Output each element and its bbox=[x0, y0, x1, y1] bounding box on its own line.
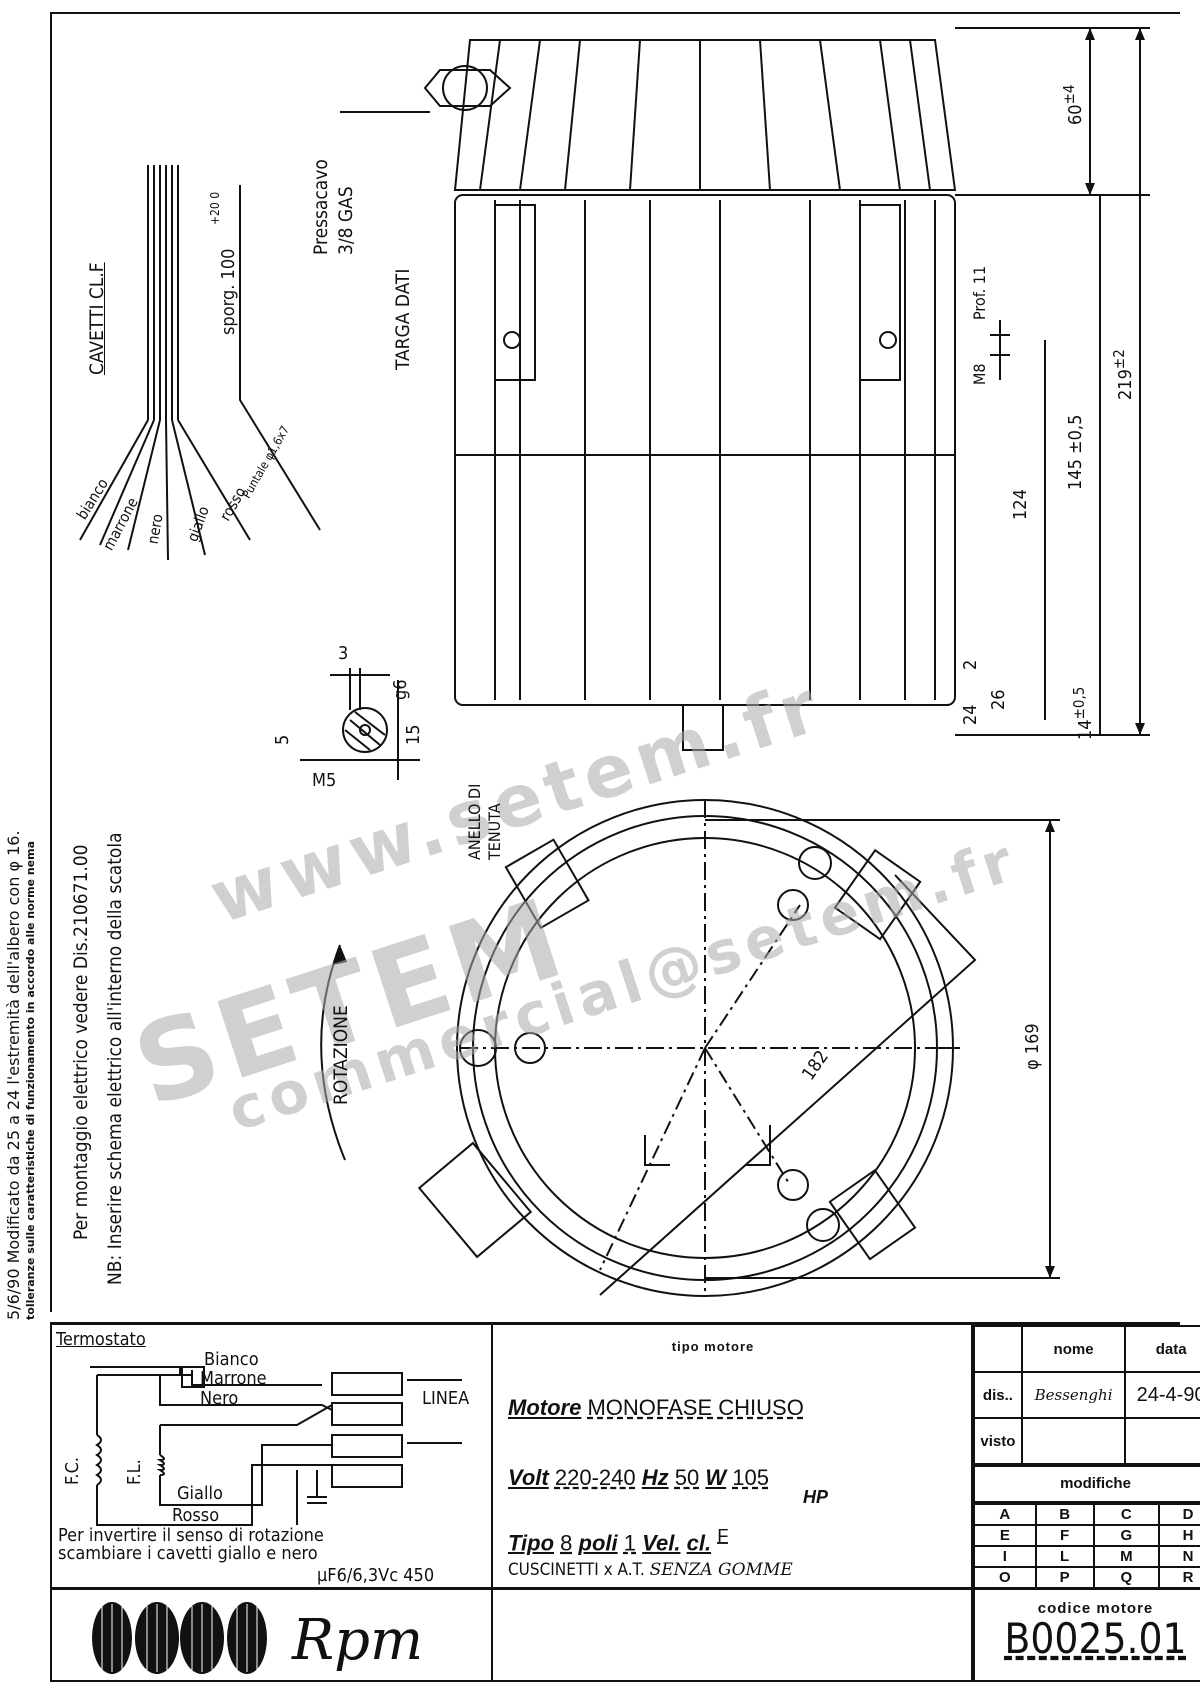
checked-date bbox=[1124, 1417, 1200, 1465]
dim-3: 3 bbox=[338, 643, 349, 664]
capacitor-spec: µF6/6,3Vc 450 bbox=[317, 1565, 435, 1586]
modifications-heading: modifiche bbox=[973, 1465, 1200, 1503]
drawn-date: 24-4-90 bbox=[1124, 1371, 1200, 1419]
schem-linea: LINEA bbox=[422, 1388, 470, 1409]
tolerance-note: tolleranze sulle caratteristiche di funz… bbox=[24, 840, 37, 1320]
motore-line: Motore MONOFASE CHIUSO bbox=[508, 1395, 804, 1420]
approvals-header-date: data bbox=[1124, 1325, 1200, 1373]
mod-C: C bbox=[1092, 1503, 1161, 1526]
mod-Q: Q bbox=[1092, 1566, 1161, 1589]
cables-protrusion-tolerance: +20 0 bbox=[208, 191, 222, 225]
dim-g6: g6 bbox=[390, 679, 411, 700]
schematic-lines bbox=[90, 1366, 462, 1526]
mod-H: H bbox=[1158, 1524, 1200, 1547]
dim-m5: M5 bbox=[312, 770, 337, 791]
dim-hole-height: 145 ±0,5 bbox=[1065, 414, 1086, 490]
motor-spec-panel: tipo motore Motore MONOFASE CHIUSO Volt … bbox=[493, 1325, 973, 1587]
logo-cell: Rpm bbox=[50, 1587, 493, 1682]
mod-A: A bbox=[973, 1503, 1037, 1526]
mod-E: E bbox=[973, 1524, 1037, 1547]
dim-124: 124 bbox=[1010, 489, 1031, 520]
bearings-line: CUSCINETTI x A.T. SENZA GOMME bbox=[508, 1560, 793, 1580]
motor-code-value: B0025.01 bbox=[1004, 1614, 1187, 1663]
mod-G: G bbox=[1092, 1524, 1161, 1547]
cables-protrusion: sporg. 100 bbox=[218, 248, 239, 335]
cable-gland-label: Pressacavo bbox=[310, 159, 332, 255]
thermostat-label: Termostato bbox=[56, 1329, 146, 1350]
mod-O: O bbox=[973, 1566, 1037, 1589]
blank-cell bbox=[493, 1587, 973, 1682]
schem-giallo: Giallo bbox=[177, 1483, 223, 1504]
drawn-signature: Bessenghi bbox=[1020, 1371, 1127, 1419]
depth-label: Prof. 11 bbox=[970, 265, 989, 320]
dim-5: 5 bbox=[272, 734, 293, 745]
mod-I: I bbox=[973, 1545, 1037, 1568]
approvals-row-drawn: dis.. bbox=[973, 1371, 1023, 1419]
wiring-schematic: Termostato Bianco Marrone Nero LINEA F.C… bbox=[50, 1325, 493, 1587]
motor-type-heading: tipo motore bbox=[671, 1339, 755, 1354]
tipo-line: Tipo 8 poli 1 Vel. cl. F bbox=[508, 1525, 729, 1556]
rpm-logo-text: Rpm bbox=[292, 1608, 424, 1673]
frame-left-border bbox=[50, 12, 52, 1312]
dim-26: 26 bbox=[988, 689, 1009, 710]
approvals-row-checked: visto bbox=[973, 1417, 1023, 1465]
revision-note: 5/6/90 Modificato da 25 a 24 l'estremità… bbox=[4, 830, 23, 1320]
dim-2: 2 bbox=[960, 659, 981, 670]
mod-P: P bbox=[1034, 1566, 1095, 1589]
dim-14: 14±0,5 bbox=[1070, 686, 1096, 740]
rotation-note: Per invertire il senso di rotazione scam… bbox=[58, 1525, 324, 1564]
dim-top-height: 60±4 bbox=[1060, 84, 1086, 125]
schem-bianco: Bianco bbox=[204, 1349, 259, 1370]
rotation-label: ROTAZIONE bbox=[330, 1005, 352, 1105]
motor-code-heading: codice motore bbox=[1037, 1600, 1154, 1617]
motor-code-cell: codice motore B0025.01 bbox=[973, 1587, 1200, 1682]
cable-gland-spec: 3/8 GAS bbox=[335, 186, 357, 255]
mod-N: N bbox=[1158, 1545, 1200, 1568]
technical-drawing bbox=[79, 27, 1150, 1297]
mod-R: R bbox=[1158, 1566, 1200, 1589]
mod-D: D bbox=[1158, 1503, 1200, 1526]
mod-M: M bbox=[1092, 1545, 1161, 1568]
cables-title: CAVETTI CL.F bbox=[86, 262, 108, 375]
schem-rosso: Rosso bbox=[172, 1505, 220, 1526]
nb-note: NB: Inserire schema elettrico all'intern… bbox=[104, 832, 126, 1285]
dim-diameter: φ 169 bbox=[1022, 1023, 1043, 1070]
mod-B: B bbox=[1034, 1503, 1095, 1526]
schem-fc: F.C. bbox=[62, 1456, 83, 1485]
approvals-corner bbox=[973, 1325, 1023, 1373]
schem-nero: Nero bbox=[200, 1388, 239, 1409]
dim-15: 15 bbox=[403, 724, 424, 745]
title-block: Termostato Bianco Marrone Nero LINEA F.C… bbox=[50, 1322, 1200, 1682]
approvals-header-name: nome bbox=[1020, 1325, 1127, 1373]
dim-24: 24 bbox=[960, 704, 981, 725]
mounting-note: Per montaggio elettrico vedere Dis.21067… bbox=[70, 844, 92, 1240]
schem-marrone: Marrone bbox=[200, 1368, 267, 1389]
hp-label: HP bbox=[803, 1487, 829, 1507]
seal-ring-label-1: ANELLO DI bbox=[465, 783, 484, 860]
thread-label: M8 bbox=[970, 363, 989, 385]
rpm-logo-icon bbox=[92, 1602, 267, 1674]
seal-ring-label-2: TENUTA bbox=[485, 803, 504, 860]
mod-F: F bbox=[1034, 1524, 1095, 1547]
dim-total-height: 219±2 bbox=[1110, 349, 1136, 400]
mod-L: L bbox=[1034, 1545, 1095, 1568]
data-plate-label: TARGA DATI bbox=[392, 268, 414, 370]
frame-top-border bbox=[50, 12, 1180, 14]
checked-name bbox=[1020, 1417, 1127, 1465]
schem-fl: F.L. bbox=[124, 1459, 145, 1485]
volt-line: Volt 220-240 Hz 50 W 105 bbox=[508, 1465, 769, 1490]
